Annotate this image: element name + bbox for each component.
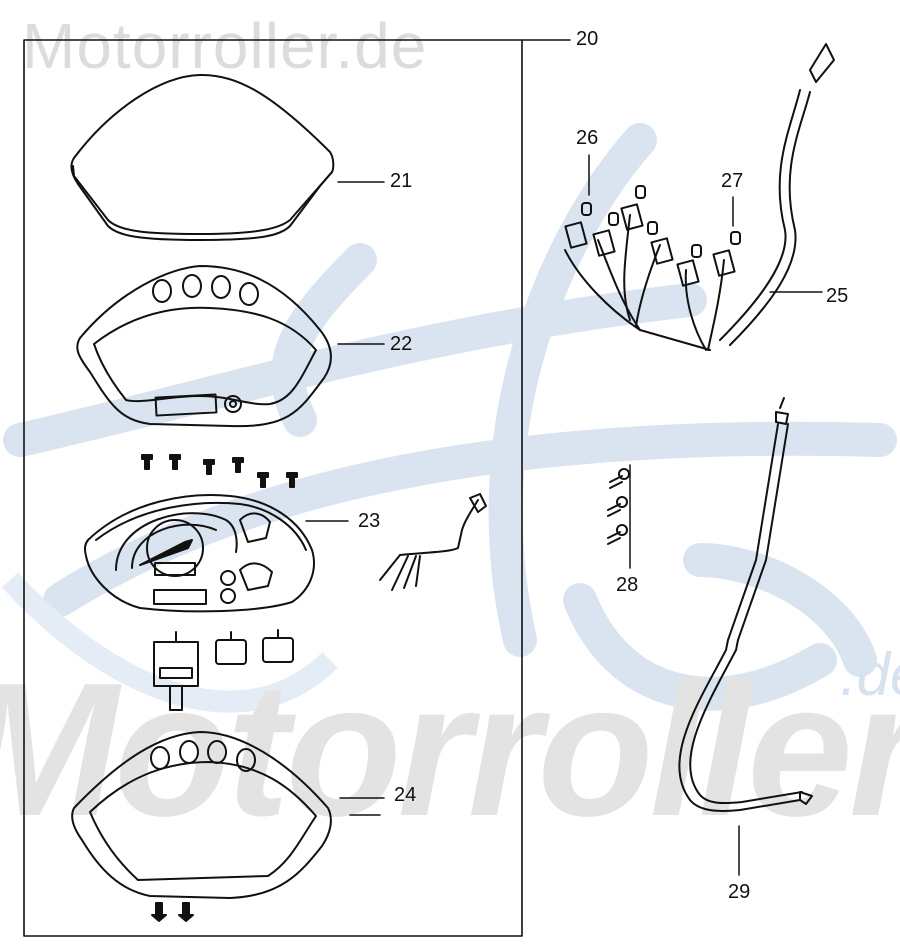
part-22-bezel	[76, 265, 332, 428]
part-24-housing	[71, 731, 332, 899]
part-28-screws	[607, 464, 631, 569]
callout-24: 24	[394, 784, 417, 806]
part-25-harness	[564, 43, 835, 351]
part-23-screws	[141, 454, 298, 488]
callout-26: 26	[576, 127, 599, 149]
part-24-screws	[151, 902, 194, 922]
callout-22: 22	[390, 333, 413, 355]
part-26-27-bulbs	[581, 185, 741, 258]
callout-20: 20	[576, 28, 599, 50]
callout-28: 28	[616, 574, 639, 596]
watermark-top-text: Motorroller.de	[22, 10, 428, 82]
callout-29: 29	[728, 881, 751, 903]
watermark-domain-suffix: .de	[840, 641, 900, 708]
part-23-lamp-sockets	[153, 629, 294, 711]
part-23-wiring	[379, 493, 487, 591]
callout-21: 21	[390, 170, 413, 192]
watermark-bottom-text: Motorroller	[0, 644, 900, 856]
part-29-cable	[678, 397, 813, 812]
callout-23: 23	[358, 510, 381, 532]
part-23-gauge	[83, 494, 315, 613]
callout-25: 25	[826, 285, 849, 307]
callout-27: 27	[721, 170, 744, 192]
group-frame	[23, 39, 523, 937]
part-21-cover	[70, 73, 335, 241]
